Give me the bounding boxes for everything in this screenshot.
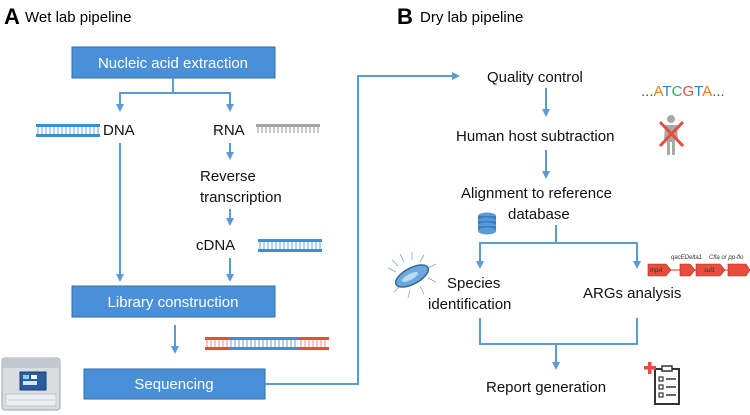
gene-label-1: qacEDelta1 xyxy=(671,255,702,261)
sequence-suffix: ... xyxy=(712,83,725,100)
merge-lines-to-report xyxy=(479,318,638,345)
cdna-label: cDNA xyxy=(196,237,235,254)
species-label-line2: identification xyxy=(428,296,511,313)
human-host-subtraction-label: Human host subtraction xyxy=(456,128,614,145)
library-fragment-icon xyxy=(205,337,329,350)
panel-b-title: Dry lab pipeline xyxy=(420,9,523,26)
rna-label: RNA xyxy=(213,122,245,139)
quality-control-label: Quality control xyxy=(487,69,583,86)
dna-label: DNA xyxy=(103,122,135,139)
panel-a-letter: A xyxy=(4,4,20,29)
sequencing-label: Sequencing xyxy=(134,376,213,393)
bacterium-icon xyxy=(387,252,437,299)
cdna-double-strand-icon xyxy=(258,239,322,252)
gene-cassette-icon: qacEDelta1 Cfla or pp-flo tnpA sul1 xyxy=(647,255,750,277)
alignment-label-line1: Alignment to reference xyxy=(461,185,612,202)
species-label-line1: Species xyxy=(447,275,500,292)
sequence-prefix: ... xyxy=(641,83,654,100)
gene-label-2: Cfla or pp-flo xyxy=(709,255,744,261)
panel-a-title: Wet lab pipeline xyxy=(25,9,131,26)
reverse-transcription-label-line2: transcription xyxy=(200,189,282,206)
sequence-base-1: A xyxy=(654,83,664,100)
database-icon xyxy=(478,212,496,235)
rna-single-strand-icon xyxy=(256,124,320,133)
alignment-label-line2: database xyxy=(508,206,570,223)
arrow-extraction-to-rna xyxy=(173,92,234,112)
reverse-transcription-label-line1: Reverse xyxy=(200,168,256,185)
gene-box-1: tnpA xyxy=(650,268,662,274)
sequencing-box: Sequencing xyxy=(83,368,266,400)
sequence-base-3: C xyxy=(672,83,683,100)
report-generation-label: Report generation xyxy=(486,379,606,396)
library-construction-box: Library construction xyxy=(71,285,276,318)
sequence-base-5: T xyxy=(694,83,703,100)
args-analysis-label: ARGs analysis xyxy=(583,285,681,302)
arrow-alignment-to-species xyxy=(476,225,557,269)
sequence-snippet: ...ATCGTA... xyxy=(641,83,725,100)
gene-box-2: sul1 xyxy=(704,268,715,274)
human-crossed-icon xyxy=(658,115,685,155)
report-checklist-icon xyxy=(644,362,680,405)
panel-b-letter: B xyxy=(397,4,413,29)
arrow-sequencing-to-quality-control xyxy=(265,72,460,385)
dna-double-strand-icon xyxy=(36,124,100,137)
arrow-extraction-to-dna xyxy=(116,78,174,112)
sequencer-machine-icon xyxy=(1,357,61,411)
sequence-base-2: T xyxy=(662,83,671,100)
library-construction-label: Library construction xyxy=(108,294,239,311)
arrow-alignment-to-args xyxy=(556,242,641,269)
nucleic-acid-extraction-label: Nucleic acid extraction xyxy=(98,55,248,72)
nucleic-acid-extraction-box: Nucleic acid extraction xyxy=(71,46,276,79)
sequence-base-6: A xyxy=(702,83,712,100)
sequence-base-4: G xyxy=(682,83,694,100)
